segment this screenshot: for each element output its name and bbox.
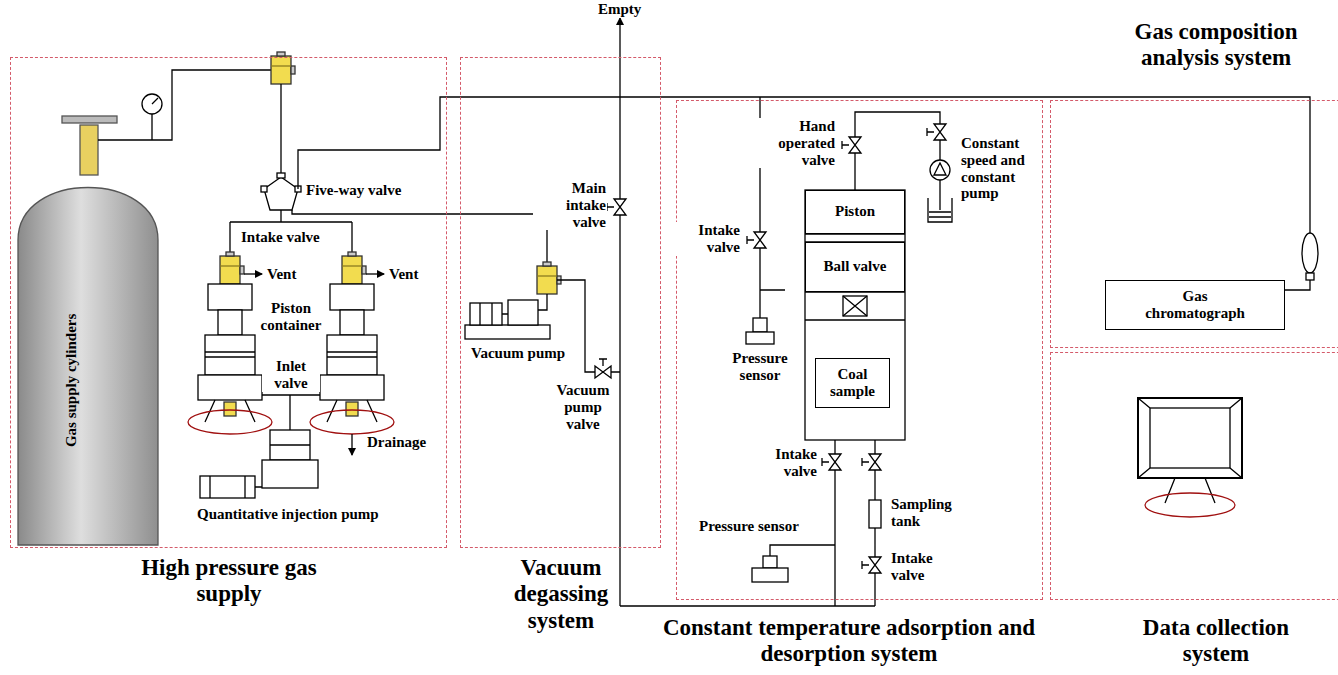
sensor-label: Pressure sensor bbox=[698, 518, 800, 535]
valve-label: Intake valve bbox=[890, 550, 952, 584]
valve-label: Five-way valve bbox=[305, 182, 402, 199]
valve-label: Main intake valve bbox=[533, 180, 607, 230]
container-label: Piston container bbox=[253, 300, 329, 334]
valve-label: Intake valve bbox=[240, 229, 321, 246]
drain-label: Drainage bbox=[366, 434, 427, 451]
outlet-label: Empty bbox=[597, 1, 642, 18]
node-text: Coal sample bbox=[821, 366, 885, 401]
valve-label: Inlet valve bbox=[262, 358, 320, 392]
chromatograph-box: Gas chromatograph bbox=[1105, 280, 1285, 330]
coal-sample-box: Coal sample bbox=[815, 358, 890, 408]
piston-section: Piston bbox=[805, 190, 905, 234]
valve-label: Intake valve bbox=[671, 222, 741, 256]
pump-label: Quantitative injection pump bbox=[196, 506, 380, 523]
analysis-region: Gas composition analysis systemGas chrom… bbox=[1050, 100, 1338, 348]
ball-valve-section: Ball valve bbox=[805, 242, 905, 292]
pump-label: Constant speed and constant pump bbox=[960, 135, 1034, 202]
pump-label: Vacuum pump bbox=[470, 345, 566, 362]
region-heading: Data collection system bbox=[1116, 615, 1316, 668]
region-heading: Gas composition analysis system bbox=[1116, 19, 1316, 72]
node-text: Gas chromatograph bbox=[1140, 288, 1250, 323]
data-region: Data collection system bbox=[1050, 352, 1338, 600]
vacuum-region: Vacuum degassing system bbox=[460, 57, 661, 548]
node-text: Piston bbox=[835, 203, 875, 220]
tank-label: Sampling tank bbox=[890, 496, 967, 530]
vent-label: Vent bbox=[388, 266, 419, 283]
valve-label: Vacuum pump valve bbox=[551, 382, 615, 432]
region-heading: Constant temperature adsorption and deso… bbox=[649, 615, 1049, 668]
cylinder-label: Gas supply cylinders bbox=[63, 313, 80, 448]
node-text: Ball valve bbox=[824, 258, 887, 275]
valve-label: Intake valve bbox=[746, 446, 818, 480]
sensor-label: Pressure sensor bbox=[719, 350, 801, 384]
supply-region: High pressure gas supply bbox=[10, 57, 447, 548]
region-heading: Vacuum degassing system bbox=[491, 555, 631, 634]
region-heading: High pressure gas supply bbox=[109, 555, 349, 608]
vent-label: Vent bbox=[266, 266, 297, 283]
valve-label: Hand operated valve bbox=[754, 118, 836, 168]
